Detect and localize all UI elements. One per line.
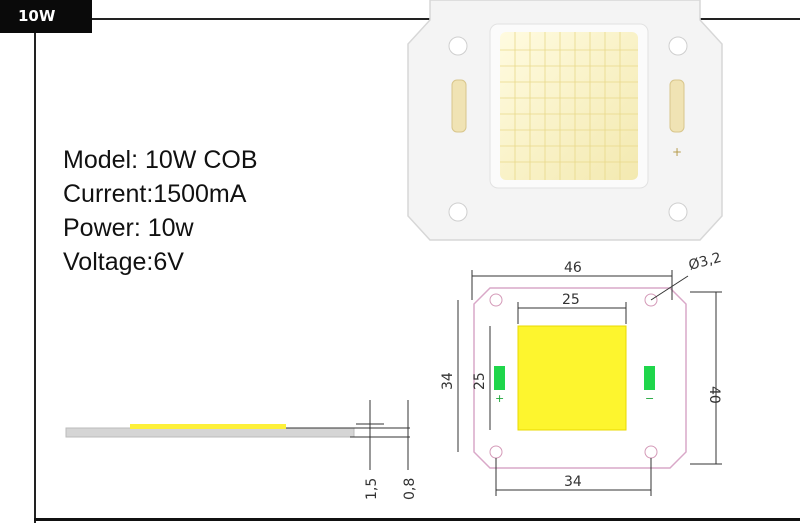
dim-label-34-bottom: 34 xyxy=(564,474,582,490)
drawing-hole-tl xyxy=(489,293,503,307)
photo-mount-hole-br xyxy=(668,202,688,222)
frame-bottom-line xyxy=(34,518,800,521)
drawing-outline xyxy=(473,287,687,469)
profile-chip-layer xyxy=(130,424,286,429)
spec-model: Model: 10W COB xyxy=(63,146,258,174)
side-profile: 1,5 0,8 xyxy=(65,400,418,500)
frame-left-line xyxy=(34,18,36,523)
drawing-hole-bl xyxy=(489,445,503,459)
spec-current: Current:1500mA xyxy=(63,180,247,208)
dim-label-40: 40 xyxy=(706,386,722,404)
photo-mount-hole-tr xyxy=(668,36,688,56)
photo-mount-hole-bl xyxy=(448,202,468,222)
technical-drawing: + − 46 Ø3,2 25 34 25 40 34 xyxy=(440,250,723,496)
profile-board xyxy=(65,427,355,438)
photo-mount-hole-tl xyxy=(448,36,468,56)
dim-leader-hole xyxy=(650,275,689,301)
drawing-pad-right xyxy=(644,366,655,390)
wattage-tag: 10W xyxy=(0,0,92,33)
drawing-pad-left xyxy=(494,366,505,390)
drawing-minus-mark: − xyxy=(645,392,654,405)
photo-pad-right xyxy=(669,79,685,133)
frame-top-line xyxy=(34,18,800,20)
dim-label-34-left: 34 xyxy=(440,372,456,390)
dim-label-0-8: 0,8 xyxy=(402,478,418,500)
led-photo: + xyxy=(407,0,723,241)
drawing-chip xyxy=(517,325,627,431)
spec-voltage: Voltage:6V xyxy=(63,248,184,276)
drawing-plus-mark: + xyxy=(495,392,504,405)
dim-label-25-top: 25 xyxy=(562,292,580,308)
dim-label-hole: Ø3,2 xyxy=(687,250,723,274)
drawing-hole-tr xyxy=(644,293,658,307)
photo-phosphor-area xyxy=(500,32,638,180)
photo-led-grid xyxy=(500,32,638,180)
spec-power: Power: 10w xyxy=(63,214,194,242)
photo-plus-mark: + xyxy=(672,145,682,159)
dim-label-25-left: 25 xyxy=(472,372,488,390)
drawing-hole-br xyxy=(644,445,658,459)
dim-label-1-5: 1,5 xyxy=(364,478,380,500)
dim-label-46: 46 xyxy=(564,260,582,276)
photo-pad-left xyxy=(451,79,467,133)
spec-list: Model: 10W COB Current:1500mA Power: 10w… xyxy=(63,143,258,279)
